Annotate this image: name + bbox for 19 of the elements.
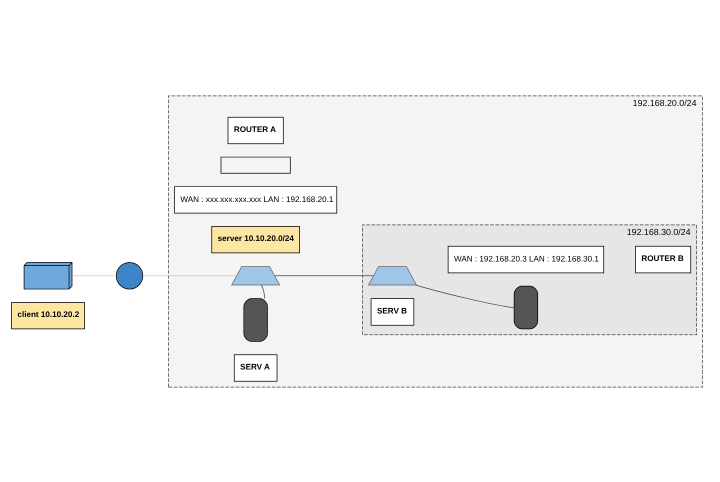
- node-box: WAN : 192.168.20.3 LAN : 192.168.30.1: [448, 245, 604, 273]
- node-server: [514, 285, 538, 329]
- node-server: [243, 298, 268, 342]
- connector: [261, 284, 265, 298]
- connector: [415, 284, 514, 308]
- node-box: SERV A: [234, 354, 278, 382]
- node-box: SERV B: [370, 298, 414, 326]
- node-box: server 10.10.20.0/24: [211, 226, 300, 253]
- node-box: ROUTER B: [635, 245, 692, 273]
- node-box: [220, 156, 291, 174]
- node-globe: [116, 262, 144, 289]
- connector: [142, 274, 237, 276]
- connector: [72, 274, 117, 276]
- node-box: client 10.10.20.2: [11, 301, 85, 329]
- node-box: WAN : xxx.xxx.xxx.xxx LAN : 192.168.20.1: [174, 186, 338, 213]
- connector: [274, 274, 374, 276]
- node-box: ROUTER A: [228, 116, 284, 144]
- node-router: [368, 266, 418, 285]
- node-router: [231, 266, 280, 285]
